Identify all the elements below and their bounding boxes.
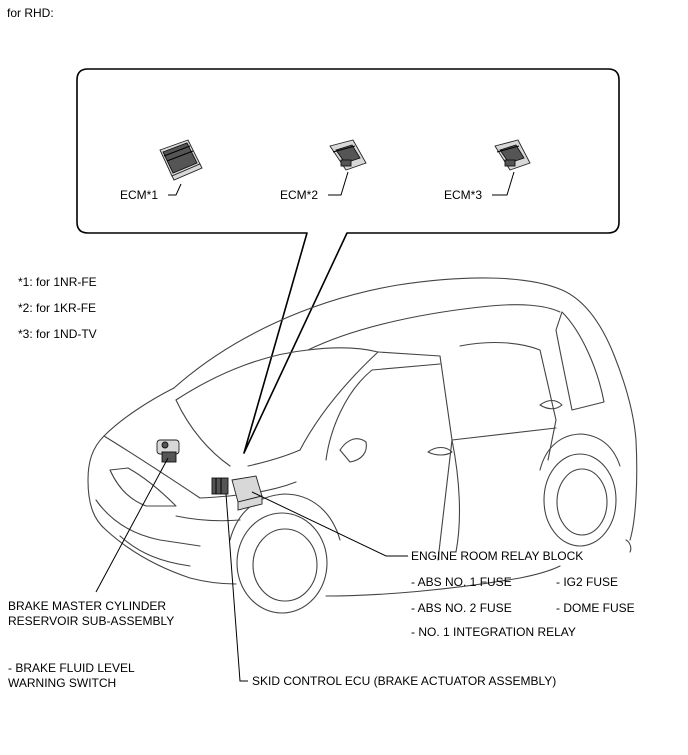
ecm1-leader (168, 183, 182, 196)
relay-item-integration: - NO. 1 INTEGRATION RELAY (411, 625, 576, 639)
callout-balloon (76, 68, 620, 454)
relay-block-title: ENGINE ROOM RELAY BLOCK (411, 549, 583, 563)
relay-block-leader (251, 491, 408, 557)
ecm3-leader (492, 171, 515, 196)
vehicle-outline (87, 277, 638, 614)
note-1: *1: for 1NR-FE (18, 275, 97, 289)
brake-fluid-switch-label-2: WARNING SWITCH (8, 676, 116, 690)
brake-master-leader (95, 457, 169, 593)
ecm2-leader (328, 171, 349, 196)
page-heading: for RHD: (7, 6, 54, 20)
skid-control-ecu-icon (211, 477, 229, 495)
note-3: *3: for 1ND-TV (18, 327, 97, 341)
ecm3-icon (494, 139, 531, 171)
ecm3-label: ECM*3 (444, 188, 482, 202)
ecm2-label: ECM*2 (280, 188, 318, 202)
skid-control-label: SKID CONTROL ECU (BRAKE ACTUATOR ASSEMBL… (252, 674, 556, 688)
relay-block-icon (231, 475, 263, 511)
brake-master-label-1: BRAKE MASTER CYLINDER (8, 599, 166, 613)
brake-fluid-switch-label-1: - BRAKE FLUID LEVEL (8, 661, 135, 675)
skid-control-leader (225, 493, 248, 682)
ecm1-label: ECM*1 (120, 188, 158, 202)
relay-item-abs1: - ABS NO. 1 FUSE (411, 575, 512, 589)
ecm2-icon (329, 139, 367, 171)
ecm1-icon (159, 139, 203, 181)
brake-master-label-2: RESERVOIR SUB-ASSEMBLY (8, 614, 174, 628)
relay-item-ig2: - IG2 FUSE (556, 575, 618, 589)
brake-reservoir-icon (156, 439, 180, 463)
relay-item-dome: - DOME FUSE (556, 601, 635, 615)
note-2: *2: for 1KR-FE (18, 301, 96, 315)
relay-item-abs2: - ABS NO. 2 FUSE (411, 601, 512, 615)
